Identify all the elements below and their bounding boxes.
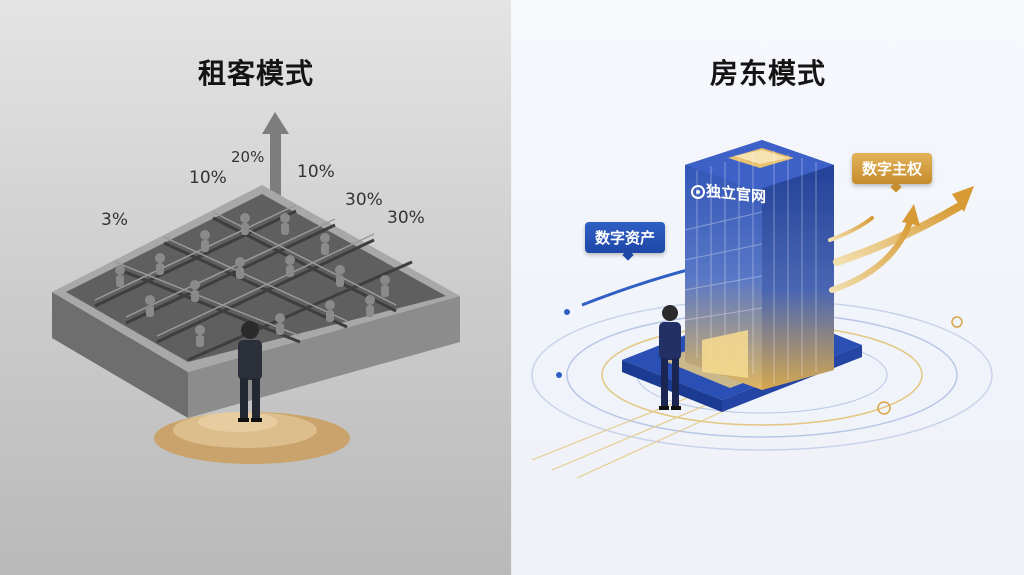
maze-floor bbox=[66, 194, 446, 362]
office-building bbox=[684, 140, 834, 390]
tenant-illustration bbox=[52, 112, 460, 464]
wall-left-face bbox=[52, 292, 188, 418]
tenant-mode-title: 租客模式 bbox=[197, 57, 314, 90]
percent-label: 10% bbox=[297, 162, 335, 182]
percent-label: 30% bbox=[387, 208, 425, 228]
percent-label: 20% bbox=[231, 148, 265, 166]
growth-arrow-icon bbox=[828, 186, 974, 293]
percent-label: 10% bbox=[189, 168, 227, 188]
arrow-up-icon bbox=[262, 112, 289, 218]
digital-asset-tag: 数字资产 bbox=[585, 222, 666, 253]
percent-label: 30% bbox=[345, 190, 383, 210]
crowd-figures bbox=[115, 213, 390, 347]
building-logo-icon bbox=[691, 185, 705, 199]
tenant-mode-panel: 租客模式 bbox=[0, 0, 512, 575]
landlord-mode-panel: 房东模式 bbox=[512, 0, 1024, 575]
businessman-figure bbox=[659, 305, 681, 410]
landlord-illustration bbox=[531, 140, 993, 479]
landlord-mode-title: 房东模式 bbox=[709, 57, 826, 90]
businessman-figure bbox=[238, 321, 262, 422]
percent-label: 3% bbox=[101, 210, 128, 230]
digital-sovereignty-tag: 数字主权 bbox=[852, 153, 933, 184]
